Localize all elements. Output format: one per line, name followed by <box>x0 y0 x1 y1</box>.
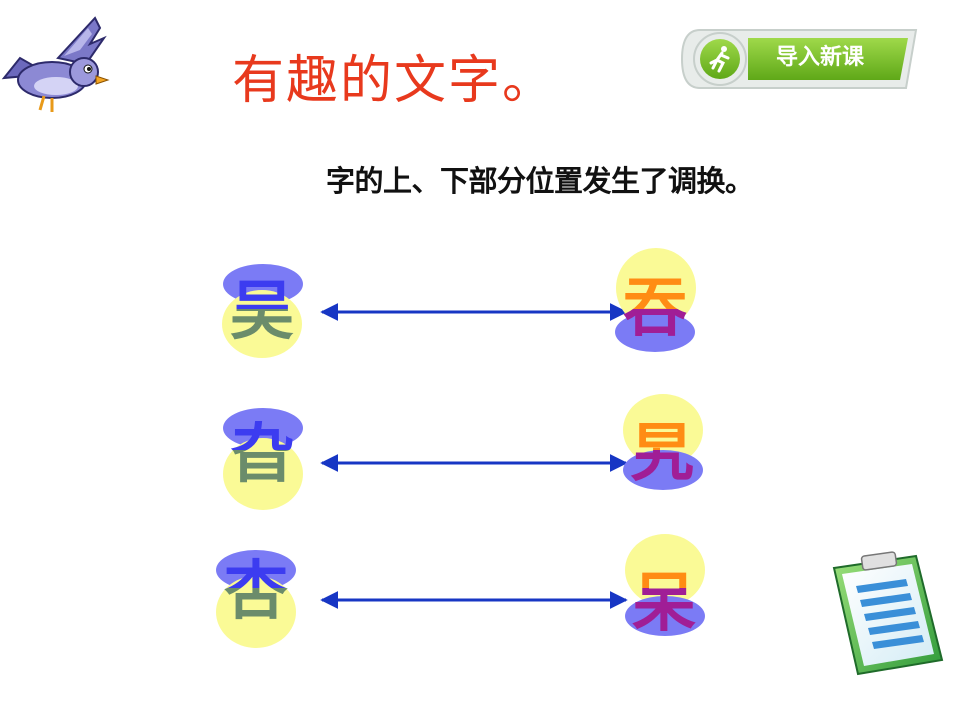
lesson-badge-label: 导入新课 <box>776 45 865 70</box>
left-glyph-3-top: 杏 <box>224 555 288 629</box>
left-bottom-oval-2 <box>223 438 303 510</box>
left-glyph-3-bottom: 杏 <box>224 555 288 629</box>
left-glyph-2: 旮 旮 <box>230 418 294 492</box>
right-glyph-1: 吞 吞 <box>623 272 687 346</box>
left-glyph-1-bottom: 吴 <box>230 275 294 349</box>
pair-row-2: 旮 旮 旯 旯 <box>223 394 703 510</box>
left-glyph-3: 杏 杏 <box>224 555 288 629</box>
right-glyph-2-bottom: 旯 <box>630 417 694 491</box>
right-glyph-1-bottom: 吞 <box>623 272 687 346</box>
right-glyph-3-top: 呆 <box>632 567 696 641</box>
right-top-oval-1 <box>616 248 696 328</box>
left-glyph-1: 吴 吴 <box>230 275 294 349</box>
left-glyph-1-top: 吴 <box>230 275 294 349</box>
page-title: 有趣的文字。 <box>232 51 557 111</box>
lesson-badge[interactable]: 导入新课 <box>678 26 924 92</box>
right-glyph-3-bottom: 呆 <box>632 567 696 641</box>
bird-icon <box>1 16 110 112</box>
pair-row-1: 吴 吴 吞 吞 <box>222 248 696 358</box>
right-top-oval-3 <box>625 534 705 606</box>
left-bottom-oval-1 <box>222 290 302 358</box>
right-bottom-oval-1 <box>615 312 695 352</box>
left-top-oval-1 <box>223 264 303 304</box>
left-glyph-2-top: 旮 <box>230 418 294 492</box>
right-glyph-3: 呆 呆 <box>632 567 696 641</box>
left-top-oval-2 <box>223 408 303 448</box>
pair-row-3: 杏 杏 呆 呆 <box>216 534 705 648</box>
right-bottom-oval-3 <box>625 596 705 636</box>
subtitle: 字的上、下部分位置发生了调换。 <box>326 164 754 198</box>
left-top-oval-3 <box>216 550 296 590</box>
right-bottom-oval-2 <box>623 450 703 490</box>
right-glyph-2-top: 旯 <box>630 417 694 491</box>
right-glyph-1-top: 吞 <box>623 272 687 346</box>
clipboard-icon[interactable] <box>822 550 952 680</box>
right-glyph-2: 旯 旯 <box>630 417 694 491</box>
left-glyph-2-bottom: 旮 <box>230 418 294 492</box>
running-person-icon <box>709 46 730 73</box>
left-bottom-oval-3 <box>216 576 296 648</box>
right-top-oval-2 <box>623 394 703 466</box>
